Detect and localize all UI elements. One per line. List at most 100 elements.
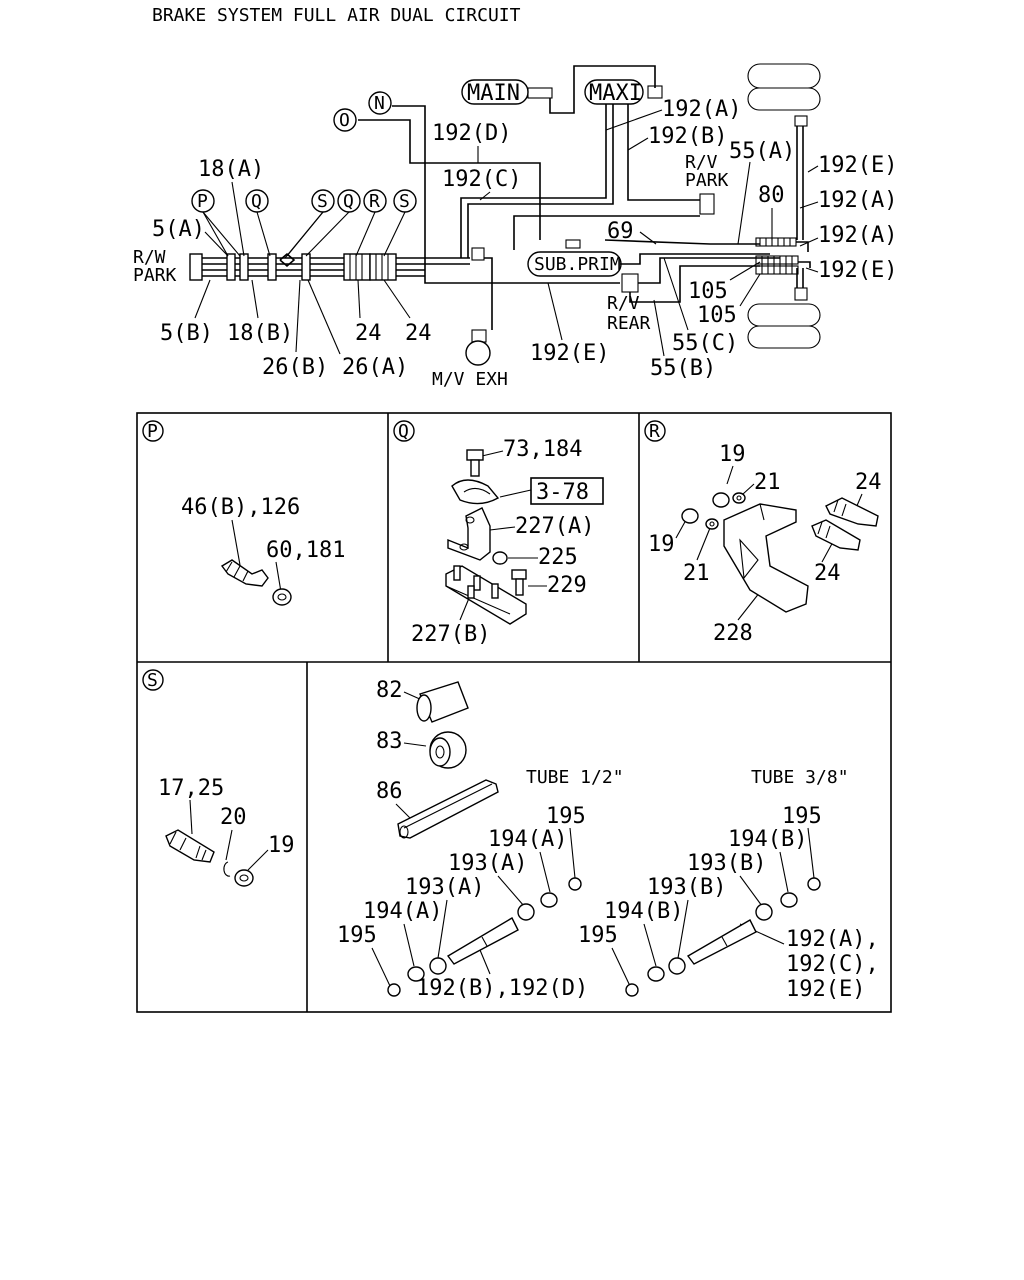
label-rv-park: R/V PARK bbox=[685, 152, 729, 191]
panel-p: P 46(B),126 60,181 bbox=[142, 420, 345, 606]
callout-s1: S bbox=[311, 189, 335, 213]
clamp-3-78 bbox=[451, 479, 500, 505]
snap-ring-20 bbox=[223, 861, 231, 877]
rv-park-valve bbox=[699, 193, 715, 215]
nut-193b-b1 bbox=[755, 903, 773, 921]
label-83: 83 bbox=[376, 729, 403, 754]
tube-192ace bbox=[686, 919, 757, 965]
callout-q2: Q bbox=[337, 189, 361, 213]
main-valve: MAIN bbox=[461, 79, 529, 106]
sub-prim-valve: SUB.PRIM bbox=[527, 251, 622, 277]
label-192a-top: 192(A) bbox=[662, 97, 741, 122]
label-192a-r1: 192(A) bbox=[818, 188, 897, 213]
page-title: BRAKE SYSTEM FULL AIR DUAL CIRCUIT bbox=[152, 5, 521, 26]
sleeve-82 bbox=[416, 681, 469, 723]
label-b193b2: 193(B) bbox=[647, 875, 726, 900]
callout-n: N bbox=[368, 91, 392, 115]
label-a195a: 195 bbox=[546, 804, 586, 829]
label-rw-park: R/W PARK bbox=[133, 247, 177, 286]
nut-19a bbox=[712, 492, 730, 508]
tire-bottom bbox=[747, 303, 821, 349]
protector-86 bbox=[397, 779, 499, 839]
svg-text:MAXI: MAXI bbox=[589, 81, 642, 106]
panel-r-letter: R bbox=[649, 421, 660, 442]
panel-q-letter: Q bbox=[398, 421, 409, 442]
label-a193a2: 193(A) bbox=[405, 875, 484, 900]
svg-text:PARK: PARK bbox=[685, 170, 729, 191]
washer-21a bbox=[732, 492, 746, 504]
svg-text:S: S bbox=[399, 191, 410, 212]
label-69: 69 bbox=[607, 219, 634, 244]
panel-q-label-2: 227(A) bbox=[515, 514, 594, 539]
clip-q bbox=[267, 253, 277, 281]
label-55a: 55(A) bbox=[729, 139, 795, 164]
panel-r-label-21b: 21 bbox=[683, 561, 710, 586]
svg-text:R/W: R/W bbox=[133, 247, 166, 268]
label-26b: 26(B) bbox=[262, 355, 328, 380]
panel-q: Q 73,184 3-78 227(A) 225 229 227(B) bbox=[393, 420, 604, 647]
rv-rear-valve bbox=[621, 273, 639, 293]
svg-text:N: N bbox=[374, 93, 385, 114]
rw-park-fitting bbox=[189, 253, 203, 281]
label-tube-38: TUBE 3/8" bbox=[751, 767, 849, 788]
label-86: 86 bbox=[376, 779, 403, 804]
svg-text:REAR: REAR bbox=[607, 313, 651, 334]
panel-r-label-19b: 19 bbox=[648, 532, 675, 557]
label-a195b: 195 bbox=[337, 923, 377, 948]
main-piping-diagram: MAIN MAXI SUB.PRIM bbox=[133, 63, 897, 390]
panel-q-label-3: 225 bbox=[538, 545, 578, 570]
sleeve-194a-a1 bbox=[540, 892, 558, 908]
callout-r: R bbox=[363, 189, 387, 213]
washer-21b bbox=[705, 518, 719, 530]
label-55b: 55(B) bbox=[650, 356, 716, 381]
label-80: 80 bbox=[758, 183, 785, 208]
panel-r: R 19 21 24 19 21 24 228 bbox=[644, 420, 882, 646]
svg-text:O: O bbox=[339, 110, 350, 131]
svg-text:Q: Q bbox=[343, 191, 354, 212]
label-5b: 5(B) bbox=[160, 321, 213, 346]
nut-225 bbox=[492, 551, 508, 565]
nut-19 bbox=[234, 869, 254, 887]
tire-top bbox=[747, 63, 821, 111]
coil-hose-105 bbox=[755, 255, 799, 275]
nut-193a-a2 bbox=[429, 957, 447, 975]
label-192a-r2: 192(A) bbox=[818, 223, 897, 248]
brake-chamber-bottom bbox=[794, 287, 808, 301]
panel-s-letter: S bbox=[147, 670, 158, 691]
label-b193b: 193(B) bbox=[687, 851, 766, 876]
grommet-s bbox=[369, 253, 397, 281]
panel-q-label-1: 73,184 bbox=[503, 437, 582, 462]
nut-193a-a1 bbox=[517, 903, 535, 921]
nut-19b bbox=[681, 508, 699, 524]
label-192d: 192(D) bbox=[432, 121, 511, 146]
coil-hose-80 bbox=[755, 237, 797, 247]
fitting-17 bbox=[165, 829, 215, 863]
panel-r-label-24b: 24 bbox=[814, 561, 841, 586]
label-b195b: 195 bbox=[578, 923, 618, 948]
insert-195-b2 bbox=[625, 983, 639, 997]
sleeve-194a-a2 bbox=[407, 966, 425, 982]
label-18b: 18(B) bbox=[227, 321, 293, 346]
label-b192e: 192(E) bbox=[786, 977, 865, 1002]
clip-q2 bbox=[301, 253, 311, 281]
svg-text:Q: Q bbox=[251, 191, 262, 212]
label-82: 82 bbox=[376, 678, 403, 703]
label-24-1: 24 bbox=[355, 321, 382, 346]
label-a194a: 194(A) bbox=[488, 827, 567, 852]
svg-text:S: S bbox=[317, 191, 328, 212]
bracket-227a bbox=[447, 507, 491, 561]
label-b195a: 195 bbox=[782, 804, 822, 829]
panel-p-letter: P bbox=[147, 421, 158, 442]
callout-s2: S bbox=[393, 189, 417, 213]
svg-text:MAIN: MAIN bbox=[467, 81, 520, 106]
nut-193b-b2 bbox=[668, 957, 686, 975]
insert-195-a1 bbox=[568, 877, 582, 891]
sleeve-194b-b2 bbox=[647, 966, 665, 982]
callout-q: Q bbox=[245, 189, 269, 213]
svg-text:R/V: R/V bbox=[685, 152, 718, 173]
panel-p-label-2: 60,181 bbox=[266, 538, 345, 563]
svg-text:SUB.PRIM: SUB.PRIM bbox=[534, 254, 621, 275]
panel-r-label-21a: 21 bbox=[754, 470, 781, 495]
panel-q-label-5: 227(B) bbox=[411, 622, 490, 647]
callout-p: P bbox=[191, 189, 215, 213]
